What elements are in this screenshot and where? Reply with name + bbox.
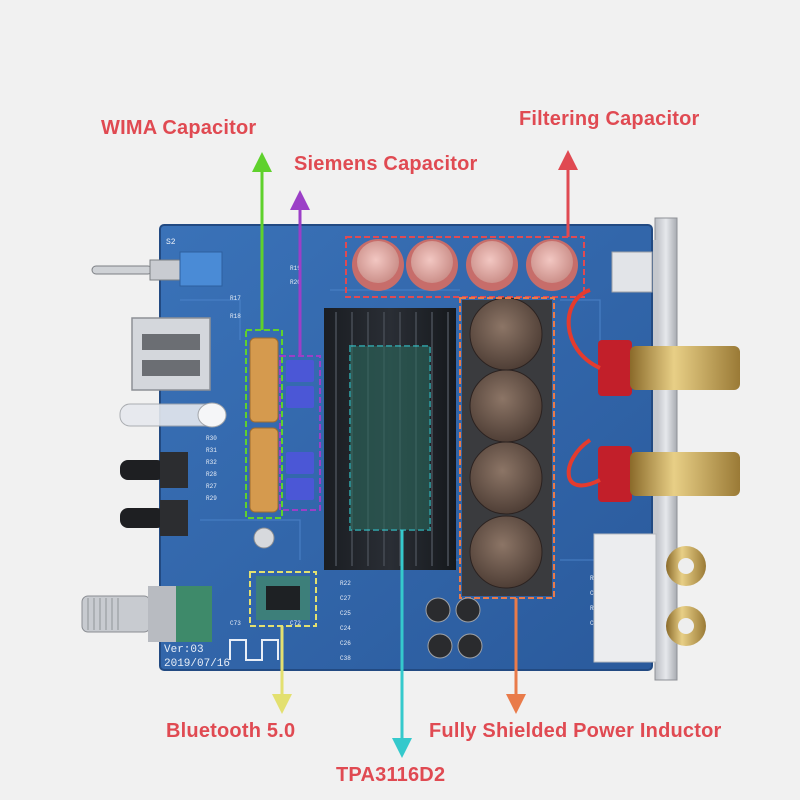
callout-arrows <box>252 150 578 758</box>
wima-capacitor-label: WIMA Capacitor <box>101 117 257 139</box>
volume-potentiometer <box>81 586 212 642</box>
push-buttons <box>120 452 188 536</box>
siemens-capacitor-label: Siemens Capacitor <box>294 153 478 175</box>
wima-capacitors <box>245 329 283 519</box>
filtering-capacitors <box>345 236 585 298</box>
svg-text:C24: C24 <box>340 625 351 632</box>
svg-text:R30: R30 <box>206 435 217 442</box>
svg-text:C25: C25 <box>340 610 351 617</box>
board-date-text: 2019/07/16 <box>164 658 230 670</box>
svg-text:R28: R28 <box>206 471 217 478</box>
tpa-chip-label: TPA3116D2 <box>336 764 446 786</box>
board-version-text: Ver:03 <box>164 644 204 656</box>
power-inductor-label: Fully Shielded Power Inductor <box>429 720 722 742</box>
speaker-terminals <box>566 288 740 502</box>
svg-text:C38: C38 <box>340 655 351 662</box>
svg-text:R31: R31 <box>206 447 217 454</box>
power-inductors <box>459 297 555 599</box>
power-toggle-switch <box>91 251 223 287</box>
small-capacitors <box>253 527 483 659</box>
svg-text:C73: C73 <box>230 620 241 627</box>
svg-text:R19: R19 <box>290 265 301 272</box>
filtering-capacitor-label: Filtering Capacitor <box>519 108 700 130</box>
svg-text:R22: R22 <box>340 580 351 587</box>
led-indicator <box>119 402 227 428</box>
svg-text:R18: R18 <box>230 313 241 320</box>
svg-text:C26: C26 <box>340 640 351 647</box>
svg-text:R27: R27 <box>206 483 217 490</box>
usb-port <box>131 317 211 391</box>
bluetooth-label: Bluetooth 5.0 <box>166 720 296 742</box>
svg-text:R17: R17 <box>230 295 241 302</box>
svg-text:C27: C27 <box>340 595 351 602</box>
svg-text:C72: C72 <box>290 620 301 627</box>
dc-power-jack <box>611 251 653 293</box>
bluetooth-module <box>229 571 317 661</box>
svg-text:R29: R29 <box>206 495 217 502</box>
rca-inputs <box>593 533 706 663</box>
switch-ref-text: S2 <box>166 238 176 247</box>
svg-text:R20: R20 <box>290 279 301 286</box>
tpa-heatsink <box>324 308 456 570</box>
svg-text:R32: R32 <box>206 459 217 466</box>
